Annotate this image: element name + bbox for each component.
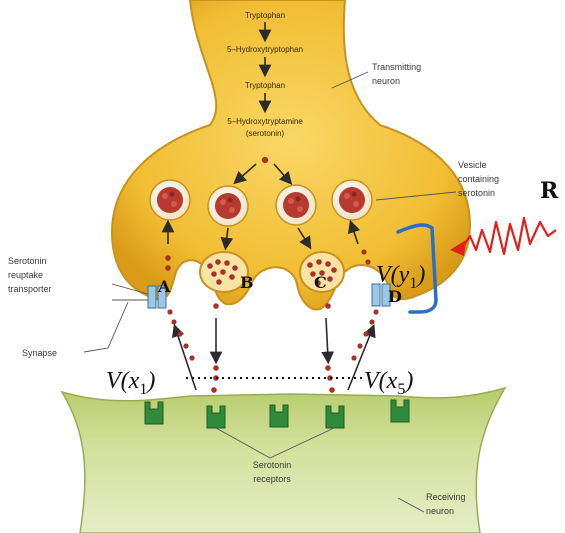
pathway-step-4-line-1: 5–Hydroxytryptamine xyxy=(227,117,303,126)
pathway-step-2: 5–Hydroxytryptophan xyxy=(227,45,303,54)
label-vesicle-line-2: containing xyxy=(458,174,499,184)
stimulus-wave xyxy=(462,218,556,254)
annotation-r: R xyxy=(540,178,559,204)
label-v-y1: V(y1) xyxy=(376,262,425,292)
serotonin-dot-center xyxy=(262,157,268,163)
label-v-x5: V(x5) xyxy=(364,368,413,398)
annotation-c: C xyxy=(314,273,327,292)
label-v-x1: V(x1) xyxy=(106,368,155,398)
vesicle-3 xyxy=(276,185,316,225)
annotation-d: D xyxy=(388,287,402,306)
pathway-step-3: Tryptophan xyxy=(245,81,285,90)
label-receiving-line-1: Receiving xyxy=(426,492,466,502)
label-vesicle-line-1: Vesicle xyxy=(458,160,487,170)
label-vesicle-line-3: serotonin xyxy=(458,188,495,198)
label-receptors-line-2: receptors xyxy=(253,474,291,484)
label-receiving-line-2: neuron xyxy=(426,506,454,516)
label-transmitting-line-2: neuron xyxy=(372,76,400,86)
label-receptors-line-1: Serotonin xyxy=(253,460,292,470)
annotation-b: B xyxy=(240,273,254,292)
label-reuptake-line-1: Serotonin xyxy=(8,256,47,266)
label-synapse: Synapse xyxy=(22,348,57,358)
label-transmitting-line-1: Transmitting xyxy=(372,62,421,72)
pathway-step-4-line-2: (serotonin) xyxy=(246,129,285,138)
vesicle-2 xyxy=(208,186,248,226)
label-reuptake-line-3: transporter xyxy=(8,284,52,294)
label-reuptake-line-2: reuptake xyxy=(8,270,43,280)
pathway-step-1: Tryptophan xyxy=(245,11,285,20)
vesicle-4 xyxy=(332,180,372,220)
vesicle-1 xyxy=(150,180,190,220)
annotation-a: A xyxy=(157,277,171,296)
